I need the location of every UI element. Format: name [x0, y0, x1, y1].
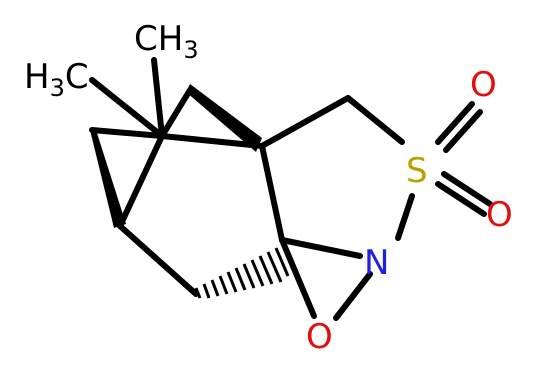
nitrogen-label: N: [364, 243, 389, 283]
bond-cring-o: [279, 237, 317, 319]
oxygen-lower-label: O: [486, 195, 513, 235]
sulfur-label: S: [406, 151, 428, 191]
bonds: [89, 57, 493, 321]
bond-bridge-apex: [159, 87, 193, 139]
bond-ch3top-bridge: [151, 57, 165, 139]
bond-lower-ch2: [117, 223, 199, 297]
ch3-top-label: CH3: [134, 19, 199, 64]
bond-s-oupper-a: [435, 101, 475, 145]
oxygen-upper-label: O: [470, 65, 497, 105]
bond-h3c-bridge: [89, 77, 165, 139]
bond-bridge-leftupper: [89, 127, 165, 139]
oxygen-ring-label: O: [306, 317, 333, 357]
h3c-left-label: H3C: [24, 57, 89, 102]
bond-bridge-quat: [159, 133, 265, 149]
bond-bridge-lower: [117, 133, 165, 229]
bond-quat-ch2s: [259, 95, 351, 149]
wedge-bonds: [90, 84, 262, 228]
wedge-apex-quat: [186, 84, 262, 152]
bond-s-oupper-b: [443, 109, 483, 153]
bond-s-n: [395, 193, 415, 241]
bond-s-olower-b: [435, 181, 487, 217]
bond-s-olower-a: [441, 171, 493, 207]
bond-quat-cring: [259, 143, 285, 243]
bond-cring-n: [279, 237, 363, 259]
wedge-left-lower: [90, 130, 126, 228]
bond-ch2-s: [345, 95, 405, 145]
hashed-bond: [194, 247, 290, 299]
bond-n-o: [333, 271, 373, 321]
